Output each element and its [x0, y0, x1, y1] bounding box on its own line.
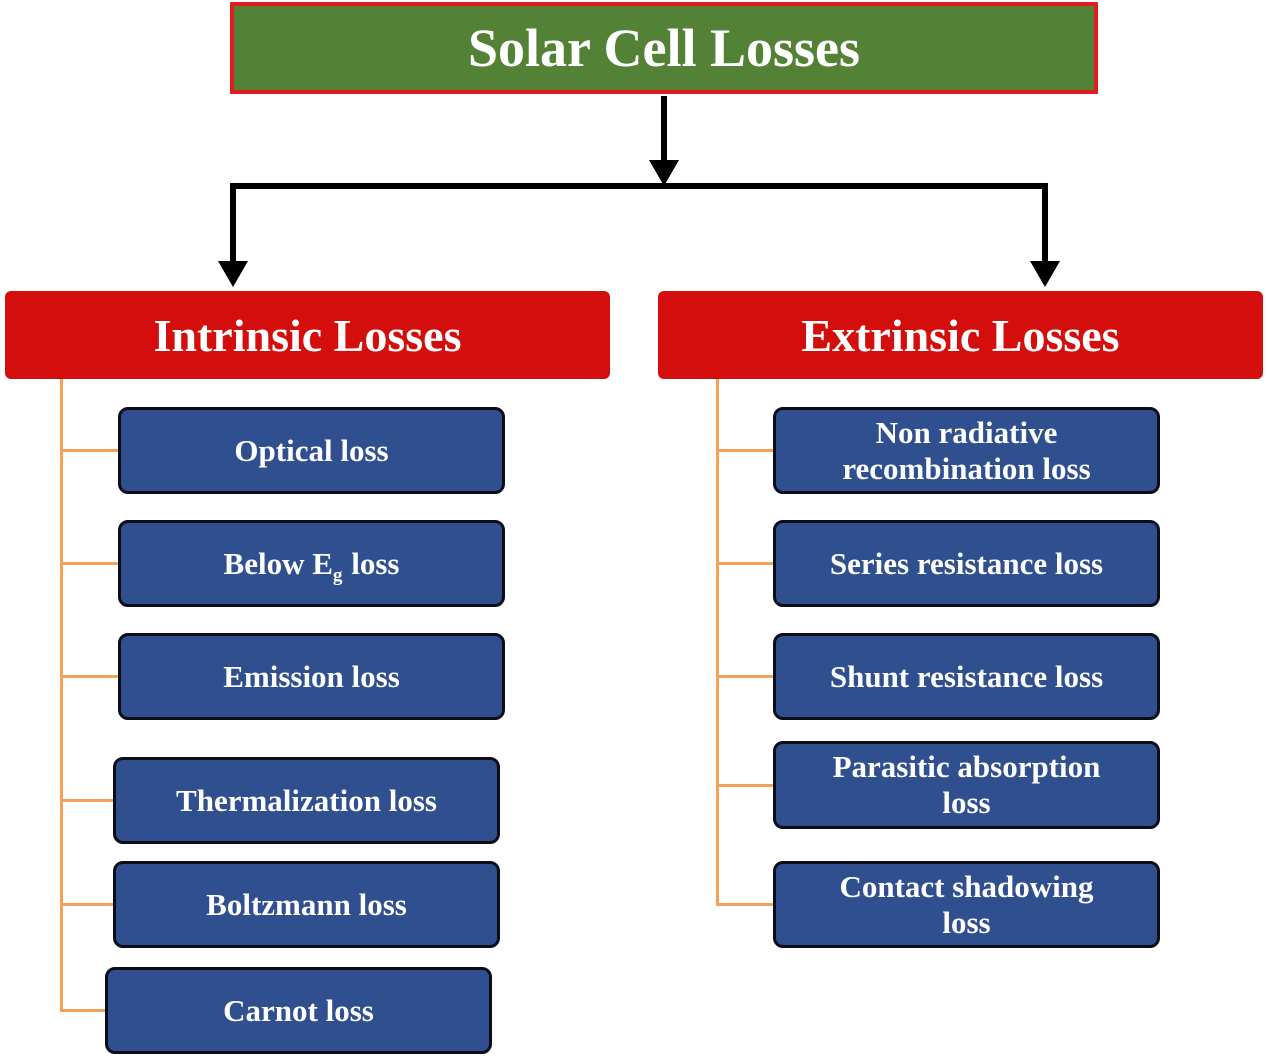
leaf-series-resistance-loss: Series resistance loss [773, 520, 1160, 607]
arrow-right-icon [1030, 261, 1060, 287]
connector-intrinsic-stub-3 [60, 675, 118, 678]
label-prefix: Below E [223, 545, 333, 581]
connector-intrinsic-stub-1 [60, 449, 118, 452]
connector-extrinsic-stub-4 [716, 784, 773, 787]
leaf-label: Non radiative recombination loss [842, 414, 1091, 486]
leaf-label: Thermalization loss [176, 782, 437, 818]
leaf-label: Emission loss [223, 658, 400, 694]
leaf-thermalization-loss: Thermalization loss [113, 757, 500, 844]
leaf-parasitic-absorption-loss: Parasitic absorption loss [773, 741, 1160, 829]
leaf-contact-shadowing-loss: Contact shadowing loss [773, 861, 1160, 948]
root-label: Solar Cell Losses [467, 18, 861, 78]
leaf-emission-loss: Emission loss [118, 633, 505, 720]
connector-extrinsic-stub-5 [716, 903, 773, 906]
leaf-label: Contact shadowing loss [839, 868, 1094, 940]
connector-extrinsic-stub-2 [716, 562, 773, 565]
arrow-root-icon [649, 160, 679, 186]
connector-branch-crossbar [230, 183, 1048, 189]
connector-left-drop [230, 183, 236, 262]
extrinsic-losses-node: Extrinsic Losses [658, 291, 1263, 379]
label-subscript: g [332, 564, 343, 586]
leaf-label: Shunt resistance loss [829, 658, 1104, 694]
leaf-non-radiative-recombination-loss: Non radiative recombination loss [773, 407, 1160, 494]
leaf-label: Boltzmann loss [206, 886, 407, 922]
connector-intrinsic-stub-4 [60, 799, 118, 802]
connector-extrinsic-stub-3 [716, 675, 773, 678]
connector-intrinsic-trunk [60, 379, 63, 1012]
leaf-label: Optical loss [234, 432, 389, 468]
connector-root-stem [661, 96, 667, 162]
root-node-solar-cell-losses: Solar Cell Losses [230, 2, 1098, 94]
connector-intrinsic-stub-5 [60, 903, 118, 906]
leaf-boltzmann-loss: Boltzmann loss [113, 861, 500, 948]
arrow-left-icon [218, 261, 248, 287]
connector-intrinsic-stub-2 [60, 562, 118, 565]
leaf-label: Series resistance loss [829, 545, 1104, 581]
leaf-label: Carnot loss [223, 992, 374, 1028]
extrinsic-losses-label: Extrinsic Losses [801, 309, 1120, 361]
leaf-optical-loss: Optical loss [118, 407, 505, 494]
connector-intrinsic-stub-6 [60, 1009, 118, 1012]
connector-extrinsic-stub-1 [716, 449, 773, 452]
connector-right-drop [1042, 183, 1048, 262]
label-suffix: loss [351, 545, 400, 581]
leaf-label: Parasitic absorption loss [832, 749, 1101, 820]
intrinsic-losses-label: Intrinsic Losses [153, 309, 462, 361]
leaf-carnot-loss: Carnot loss [105, 967, 492, 1054]
intrinsic-losses-node: Intrinsic Losses [5, 291, 610, 379]
leaf-shunt-resistance-loss: Shunt resistance loss [773, 633, 1160, 720]
connector-extrinsic-trunk [716, 379, 719, 906]
